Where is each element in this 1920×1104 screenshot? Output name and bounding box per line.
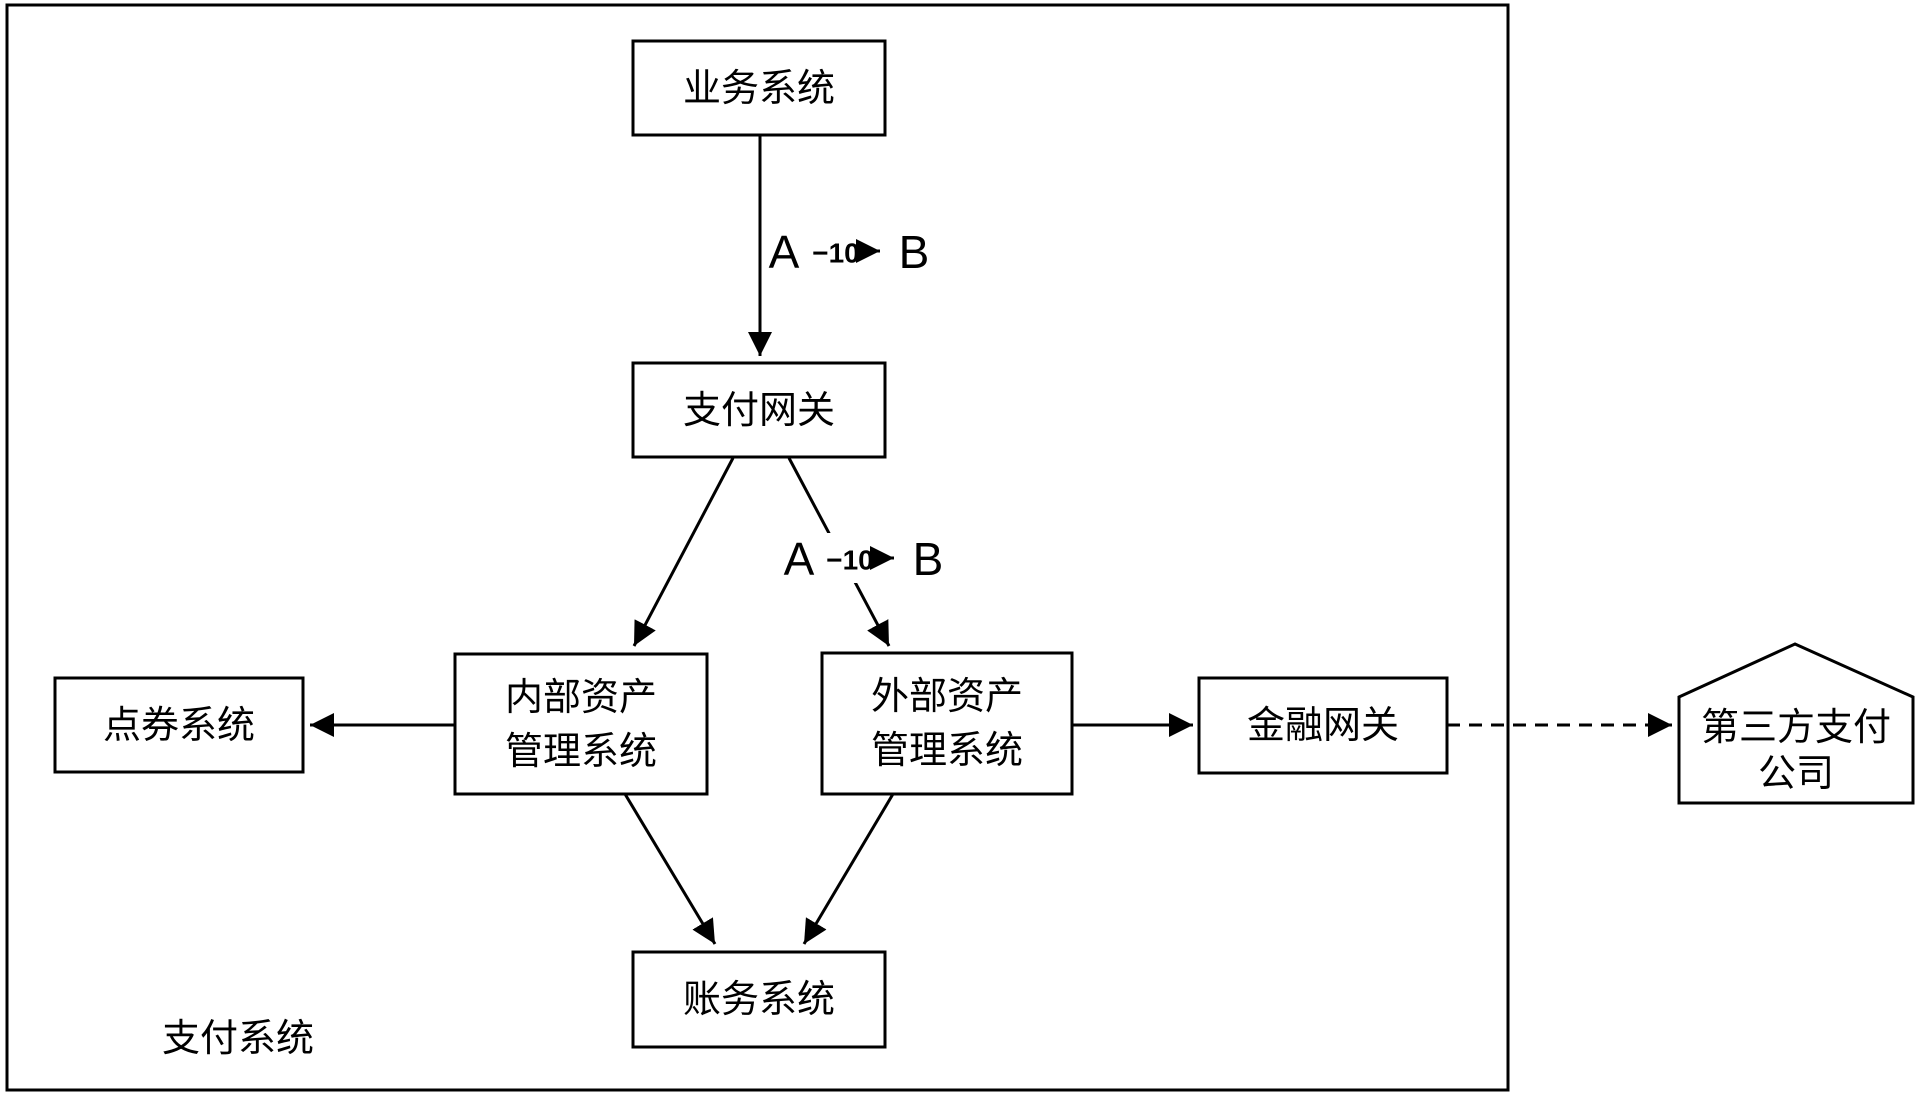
business-system-box xyxy=(631,39,887,137)
edge-label-1-background xyxy=(765,226,945,276)
payment-system-boundary xyxy=(5,3,1510,1092)
node-payment-gateway: 支付网关 xyxy=(631,361,887,459)
finance-gateway-box xyxy=(1197,676,1449,775)
node-accounting-system: 账务系统 xyxy=(631,950,887,1049)
edge-label-1-amount: −10 xyxy=(812,238,860,269)
edge-label-1-from: A xyxy=(769,226,800,278)
points-system-box xyxy=(53,676,305,774)
third-party-label-line1: 第三方支付 xyxy=(1701,707,1891,749)
edge-label-transfer-1: A −10 B xyxy=(765,226,945,278)
accounting-system-label: 账务系统 xyxy=(683,979,835,1021)
payment-gateway-box xyxy=(631,361,887,459)
internal-asset-box xyxy=(453,652,709,796)
edge-label-2-amount: −10 xyxy=(826,545,874,576)
edge-label-transfer-2: A −10 B xyxy=(778,533,958,585)
external-asset-label-line2: 管理系统 xyxy=(871,730,1023,772)
edge-label-2-background xyxy=(778,533,958,583)
external-asset-label-line1: 外部资产 xyxy=(871,676,1023,718)
node-points-system: 点券系统 xyxy=(53,676,305,774)
internal-asset-label-line1: 内部资产 xyxy=(505,677,657,719)
edge-label-2-from: A xyxy=(784,533,815,585)
edge-gateway-to-internal-asset xyxy=(632,457,735,647)
node-external-asset-system: 外部资产 管理系统 xyxy=(820,651,1074,796)
business-system-label: 业务系统 xyxy=(683,68,835,110)
payment-gateway-label: 支付网关 xyxy=(683,390,835,432)
edge-external-asset-to-accounting xyxy=(802,793,895,945)
node-third-party-payment: 第三方支付 公司 xyxy=(1677,642,1915,805)
edge-internal-asset-to-accounting xyxy=(623,793,717,945)
external-asset-box xyxy=(820,651,1074,796)
edge-label-1-to: B xyxy=(899,226,930,278)
node-finance-gateway: 金融网关 xyxy=(1197,676,1449,775)
payment-system-boundary-label: 支付系统 xyxy=(162,1018,314,1060)
accounting-system-box xyxy=(631,950,887,1049)
node-business-system: 业务系统 xyxy=(631,39,887,137)
internal-asset-label-line2: 管理系统 xyxy=(505,731,657,773)
third-party-label-line2: 公司 xyxy=(1758,753,1834,795)
points-system-label: 点券系统 xyxy=(103,705,255,747)
node-internal-asset-system: 内部资产 管理系统 xyxy=(453,652,709,796)
third-party-pentagon xyxy=(1677,642,1915,805)
finance-gateway-label: 金融网关 xyxy=(1247,705,1399,747)
edge-label-2-to: B xyxy=(913,533,944,585)
